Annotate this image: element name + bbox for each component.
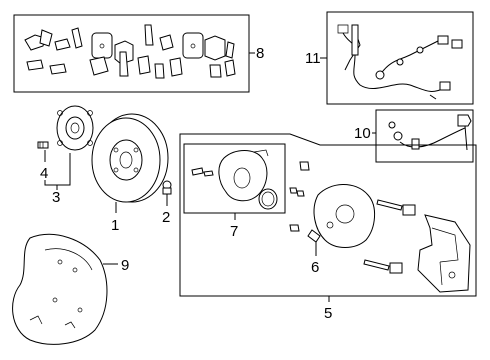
rotor-screw bbox=[162, 180, 172, 195]
splash-shield bbox=[12, 234, 108, 345]
caliper-assembly-box bbox=[179, 133, 477, 297]
callout-3: 3 bbox=[52, 189, 60, 206]
brake-pad-components bbox=[24, 24, 236, 79]
callout-2: 2 bbox=[162, 209, 170, 226]
callout-11: 11 bbox=[305, 50, 321, 67]
callout-1: 1 bbox=[111, 217, 119, 234]
caliper-housing bbox=[191, 149, 278, 210]
hub-assembly bbox=[56, 105, 94, 151]
caliper-bolts bbox=[363, 199, 416, 274]
callout-4: 4 bbox=[40, 165, 48, 182]
wiring-harness bbox=[337, 24, 463, 100]
harness-box bbox=[326, 11, 474, 105]
sensor-box bbox=[375, 109, 474, 163]
callout-7: 7 bbox=[230, 223, 238, 240]
brake-rotor bbox=[91, 113, 169, 203]
callout-9: 9 bbox=[121, 257, 129, 274]
callout-8: 8 bbox=[256, 45, 264, 62]
callout-10: 10 bbox=[354, 125, 371, 142]
callout-6: 6 bbox=[311, 259, 319, 276]
callout-5: 5 bbox=[324, 305, 332, 322]
caliper-bracket bbox=[417, 214, 471, 293]
speed-sensor bbox=[388, 114, 472, 151]
caliper-body bbox=[289, 161, 375, 248]
wheel-stud bbox=[37, 141, 49, 149]
